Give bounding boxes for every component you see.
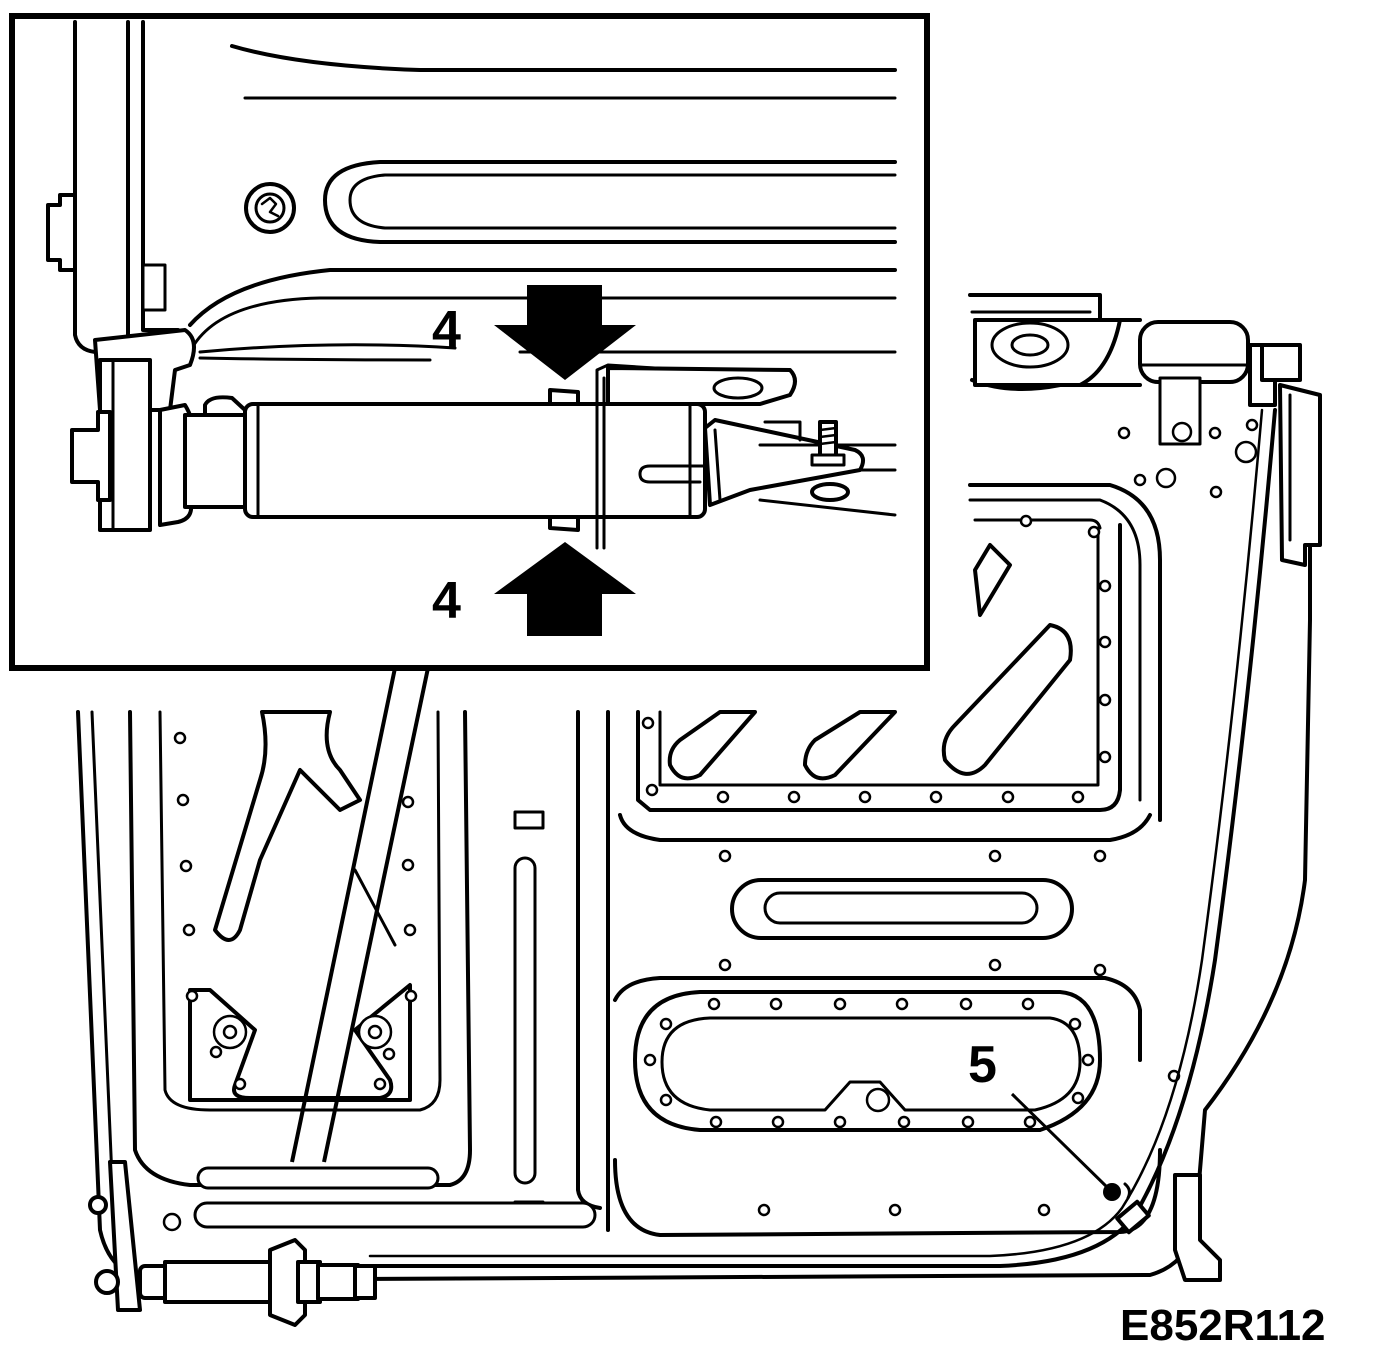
sensor-cable — [368, 408, 1277, 1268]
plunger-assembly — [88, 1160, 377, 1327]
upper-panel-holes — [641, 418, 1259, 804]
callout-5: 5 — [968, 1036, 997, 1094]
door-panel — [76, 293, 1322, 1282]
lower-opening-holes — [643, 997, 1095, 1129]
callout-4-upper: 4 — [432, 301, 461, 359]
lower-push-arrow — [494, 542, 636, 636]
upper-push-arrow — [494, 285, 636, 380]
sensor-leader-line — [1010, 1092, 1112, 1192]
figure-code: E852R112 — [1120, 1301, 1326, 1350]
callout-4-lower: 4 — [432, 572, 461, 630]
left-panel-holes — [162, 731, 418, 1232]
cable-connector — [1115, 1182, 1151, 1235]
detail-inset — [9, 13, 930, 1163]
